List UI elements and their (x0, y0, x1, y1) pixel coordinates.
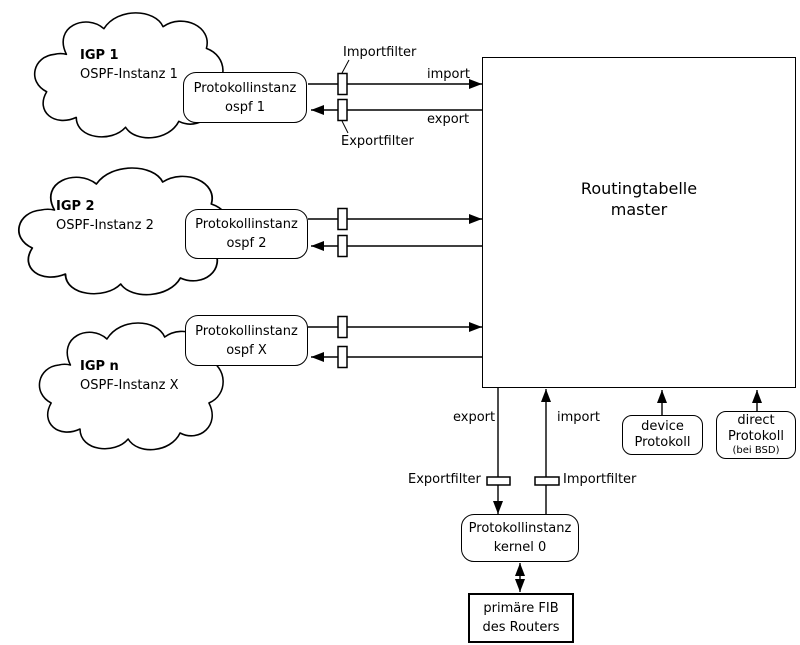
kernel-protocol-box: Protokollinstanz kernel 0 (461, 514, 579, 562)
fib-box-line2: des Routers (482, 620, 560, 635)
export-filter-icon-ospf1 (337, 98, 348, 122)
routing-table-line2: master (610, 200, 668, 219)
import-filter-icon-ospf2 (337, 207, 348, 231)
igp-cloud-3 (38, 322, 224, 451)
importfilter-leader-line (341, 59, 350, 74)
exportfilter-label-top: Exportfilter (341, 134, 414, 149)
protocol-box-ospf1-line2: ospf 1 (225, 99, 265, 115)
direct-protocol-box: direct Protokoll (bei BSD) (716, 411, 796, 459)
device-protocol-box: device Protokoll (622, 415, 703, 455)
fib-box-line1: primäre FIB (483, 601, 559, 616)
igp-cloud-2 (18, 167, 231, 296)
import-filter-icon-ospfX (337, 315, 348, 339)
cloud-label-igpn: IGP n OSPF-Instanz X (80, 357, 179, 395)
routing-table-line1: Routingtabelle (580, 179, 698, 198)
export-label-top: export (427, 112, 470, 127)
import-label-top: import (427, 67, 470, 82)
import-filter-icon-kernel (534, 476, 560, 486)
igp-cloud-1 (33, 12, 224, 139)
protocol-box-ospf2: Protokollinstanz ospf 2 (185, 209, 308, 259)
protocol-box-ospfX-line1: Protokollinstanz (195, 323, 298, 339)
export-label-bottom: export (453, 410, 496, 425)
igpn-subtitle: OSPF-Instanz X (80, 378, 179, 393)
kernel-box-line2: kernel 0 (493, 540, 547, 555)
direct-box-line1: direct (737, 413, 775, 428)
exportfilter-leader-line (341, 120, 349, 134)
protocol-box-ospf2-line2: ospf 2 (226, 236, 267, 251)
device-box-line2: Protokoll (634, 435, 691, 450)
device-box-line1: device (641, 419, 684, 434)
direct-box-note: (bei BSD) (732, 445, 780, 456)
export-filter-icon-kernel (486, 476, 511, 486)
routing-table-box: Routingtabelle master (482, 57, 796, 388)
igp2-subtitle: OSPF-Instanz 2 (56, 218, 154, 233)
export-filter-icon-ospf2 (337, 234, 348, 258)
exportfilter-label-bottom: Exportfilter (408, 472, 481, 487)
cloud-label-igp2: IGP 2 OSPF-Instanz 2 (56, 197, 154, 235)
export-filter-icon-ospfX (337, 345, 348, 369)
direct-box-line2: Protokoll (728, 429, 784, 444)
kernel-box-line1: Protokollinstanz (468, 521, 572, 536)
protocol-box-ospfX-line2: ospf X (226, 342, 267, 358)
cloud-label-igp1: IGP 1 OSPF-Instanz 1 (80, 46, 178, 84)
igpn-title: IGP n (80, 359, 119, 374)
protocol-box-ospf1: Protokollinstanz ospf 1 (183, 72, 307, 123)
protocol-box-ospf1-line1: Protokollinstanz (193, 80, 297, 96)
igp1-title: IGP 1 (80, 48, 119, 63)
protocol-box-ospf2-line1: Protokollinstanz (195, 217, 298, 232)
igp2-title: IGP 2 (56, 199, 95, 214)
fib-box: primäre FIB des Routers (468, 593, 574, 643)
importfilter-label-bottom: Importfilter (563, 472, 637, 487)
protocol-box-ospfX: Protokollinstanz ospf X (185, 315, 308, 366)
import-filter-icon-ospf1 (337, 72, 348, 96)
importfilter-label-top: Importfilter (343, 45, 417, 60)
igp1-subtitle: OSPF-Instanz 1 (80, 67, 178, 82)
import-label-bottom: import (557, 410, 600, 425)
